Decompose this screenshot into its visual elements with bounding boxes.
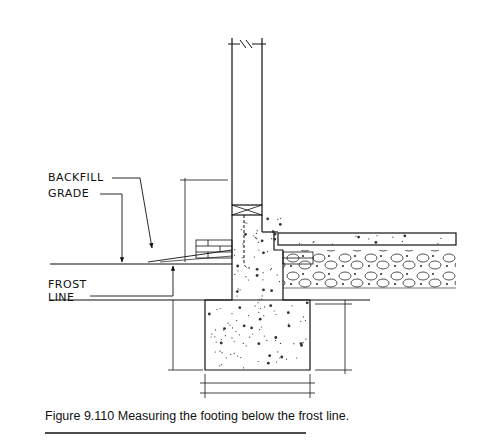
backfill-label: BACKFILL [48,171,118,184]
grade-label: GRADE [48,187,108,200]
figure-caption: Figure 9.110 Measuring the footing below… [45,409,349,423]
frost-line-label: FROST LINE [48,278,94,304]
